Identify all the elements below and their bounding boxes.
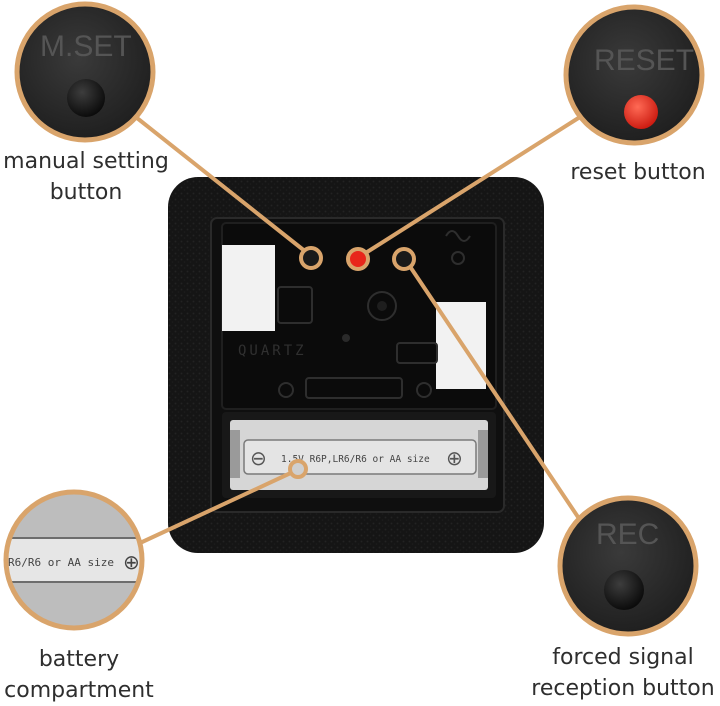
- reset-button: [624, 95, 658, 129]
- battery-zoom-plus: ⊕: [123, 550, 140, 574]
- leader-lines: [135, 115, 582, 545]
- battery-spring-right: [478, 430, 488, 478]
- forced-signal-reception-button: [604, 570, 644, 610]
- quartz-marking: QUARTZ: [238, 343, 307, 359]
- button-markers: [288, 246, 416, 479]
- battery-label-line2: compartment: [4, 678, 154, 703]
- leader-battery: [138, 469, 297, 545]
- zoom-reset: RESET: [563, 4, 705, 146]
- reset-zoom-marking: RESET: [594, 44, 694, 77]
- forced-label-line1: forced signal: [552, 645, 694, 670]
- battery-zoom-marking: R6/R6 or AA size: [8, 556, 114, 569]
- battery-plus-symbol: ⊕: [446, 446, 463, 470]
- battery-spec-text: 1.5V R6P,LR6/R6 or AA size: [281, 454, 430, 465]
- battery-spring-left: [230, 430, 240, 478]
- leader-reset: [362, 115, 582, 256]
- forced-button-marker: [392, 247, 416, 271]
- battery-compartment: ⊖ ⊕ 1.5V R6P,LR6/R6 or AA size: [222, 412, 496, 498]
- manual-setting-label-line1: manual setting: [3, 149, 169, 174]
- manual-setting-label: manual setting button: [0, 146, 172, 208]
- manual-zoom-marking: M.SET: [40, 30, 132, 63]
- battery-minus-symbol: ⊖: [250, 446, 267, 470]
- battery-marker: [288, 459, 308, 479]
- reset-button-marker: [346, 247, 370, 271]
- zoom-manual: M.SET: [14, 1, 156, 143]
- manual-setting-button: [67, 79, 105, 117]
- forced-signal-label: forced signal reception button: [526, 642, 720, 704]
- battery-compartment-label: battery compartment: [0, 644, 158, 706]
- zoom-forced: REC: [557, 495, 699, 637]
- manual-button-marker: [299, 246, 323, 270]
- leader-manual: [135, 116, 308, 254]
- reset-button-label-line1: reset button: [570, 160, 706, 185]
- mounting-tape-left: [222, 245, 275, 331]
- zoom-battery: R6/R6 or AA size ⊕: [3, 489, 145, 631]
- reset-button-label: reset button: [560, 157, 716, 188]
- battery-label-line1: battery: [38, 647, 120, 672]
- leader-forced: [409, 266, 582, 522]
- manual-setting-label-line2: button: [49, 180, 123, 205]
- forced-label-line2: reception button: [531, 676, 715, 701]
- forced-zoom-marking: REC: [596, 518, 659, 551]
- clock-movement: QUARTZ: [221, 222, 497, 410]
